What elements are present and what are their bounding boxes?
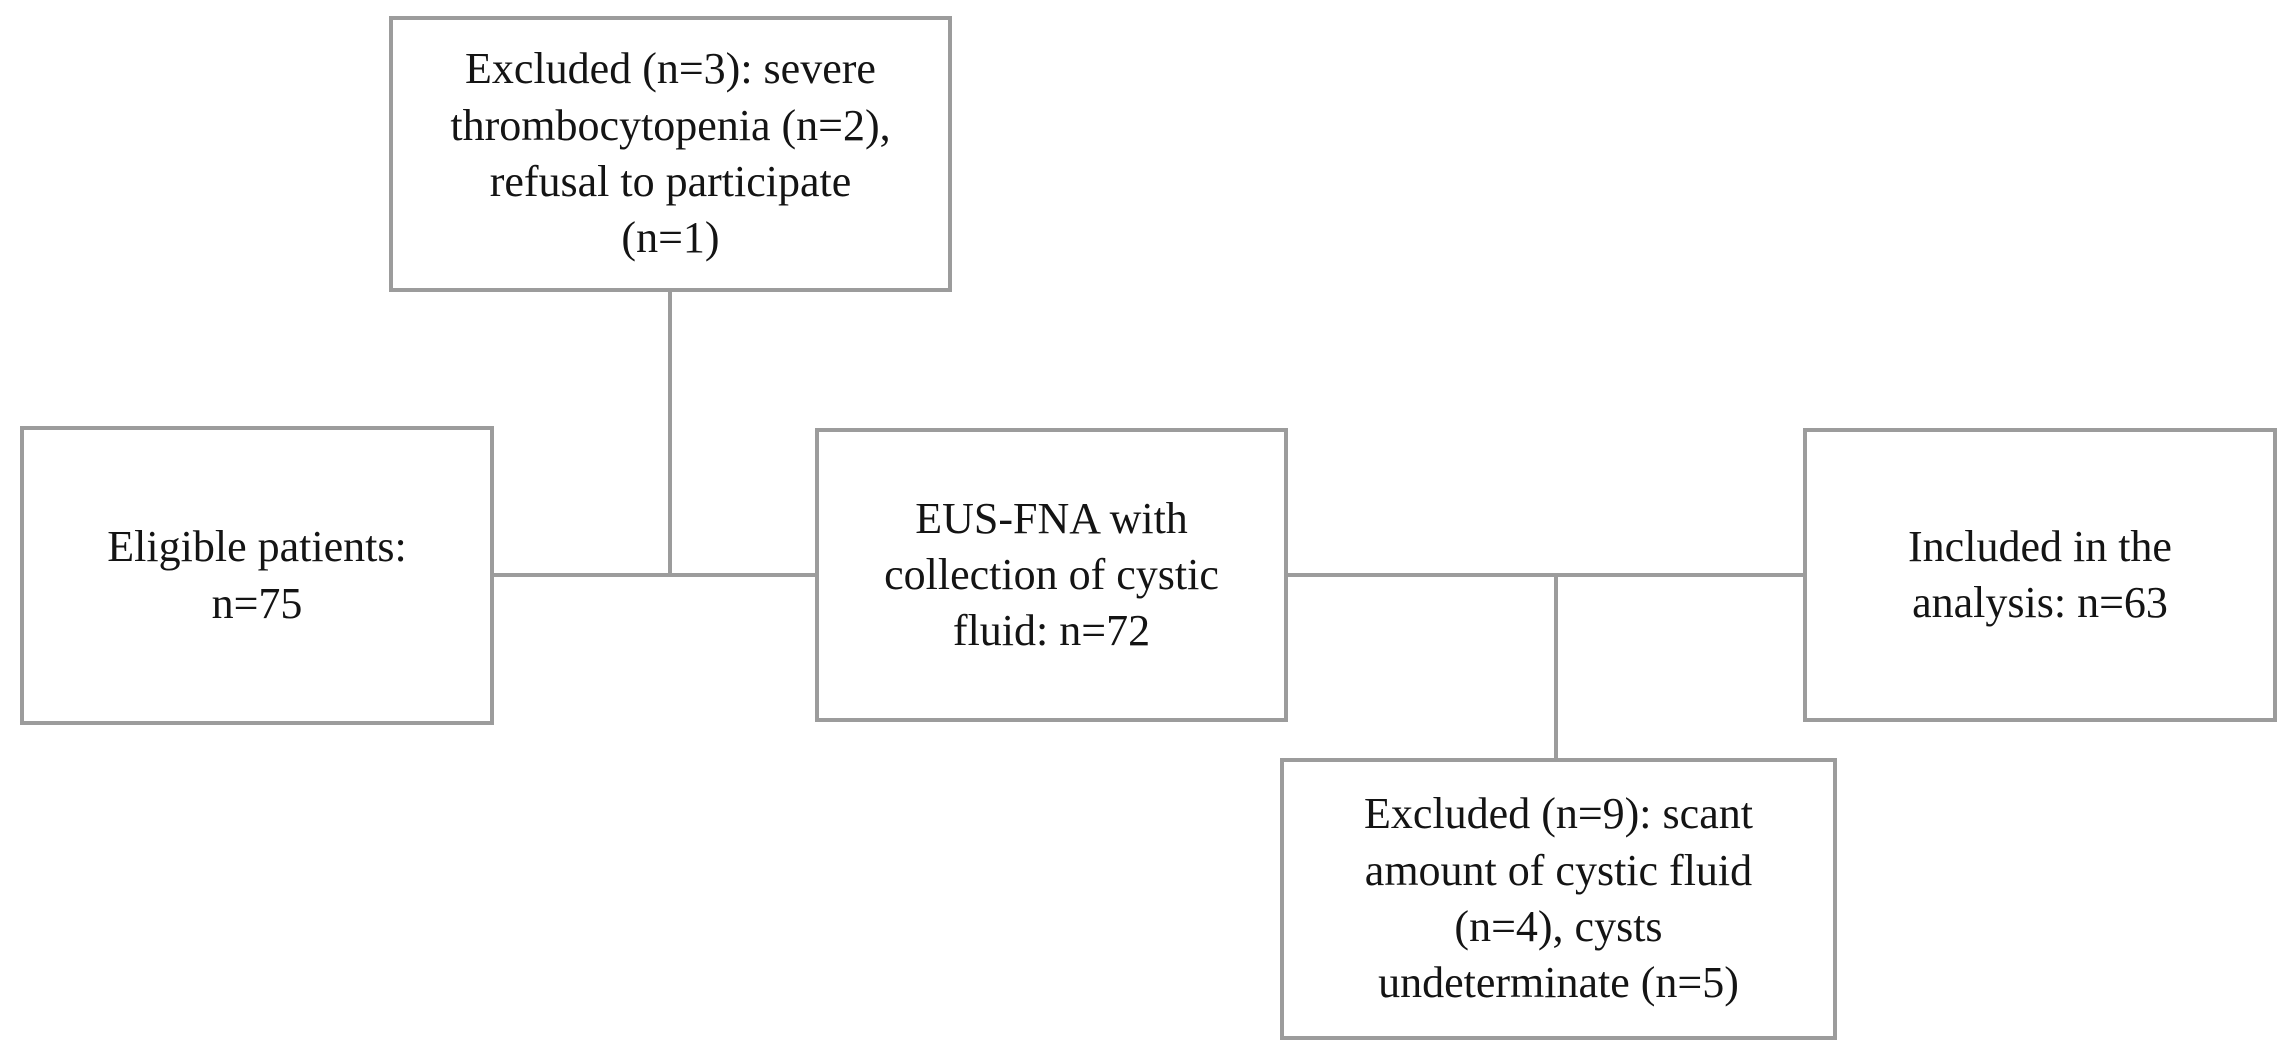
flowchart-node-included-analysis-label: Included in the analysis: n=63 bbox=[1908, 521, 2172, 627]
connector-main-to-excluded-fluid bbox=[1554, 575, 1558, 760]
connector-excluded-initial-to-main bbox=[668, 290, 672, 577]
flowchart-node-eus-fna: EUS-FNA with collection of cystic fluid:… bbox=[815, 428, 1288, 722]
flowchart-node-included-analysis: Included in the analysis: n=63 bbox=[1803, 428, 2277, 722]
flowchart-node-excluded-initial-label: Excluded (n=3): severe thrombocytopenia … bbox=[450, 44, 891, 263]
flowchart-node-excluded-fluid: Excluded (n=9): scant amount of cystic f… bbox=[1280, 758, 1837, 1040]
connector-eusfna-to-included bbox=[1286, 573, 1805, 577]
flowchart-node-excluded-initial: Excluded (n=3): severe thrombocytopenia … bbox=[389, 16, 952, 292]
flowchart-node-excluded-fluid-label: Excluded (n=9): scant amount of cystic f… bbox=[1364, 789, 1753, 1008]
flowchart-node-eligible-patients-label: Eligible patients: n=75 bbox=[107, 522, 407, 628]
flowchart-node-eus-fna-label: EUS-FNA with collection of cystic fluid:… bbox=[884, 493, 1219, 656]
flowchart-node-eligible-patients: Eligible patients: n=75 bbox=[20, 426, 494, 725]
connector-eligible-to-eusfna bbox=[492, 573, 817, 577]
